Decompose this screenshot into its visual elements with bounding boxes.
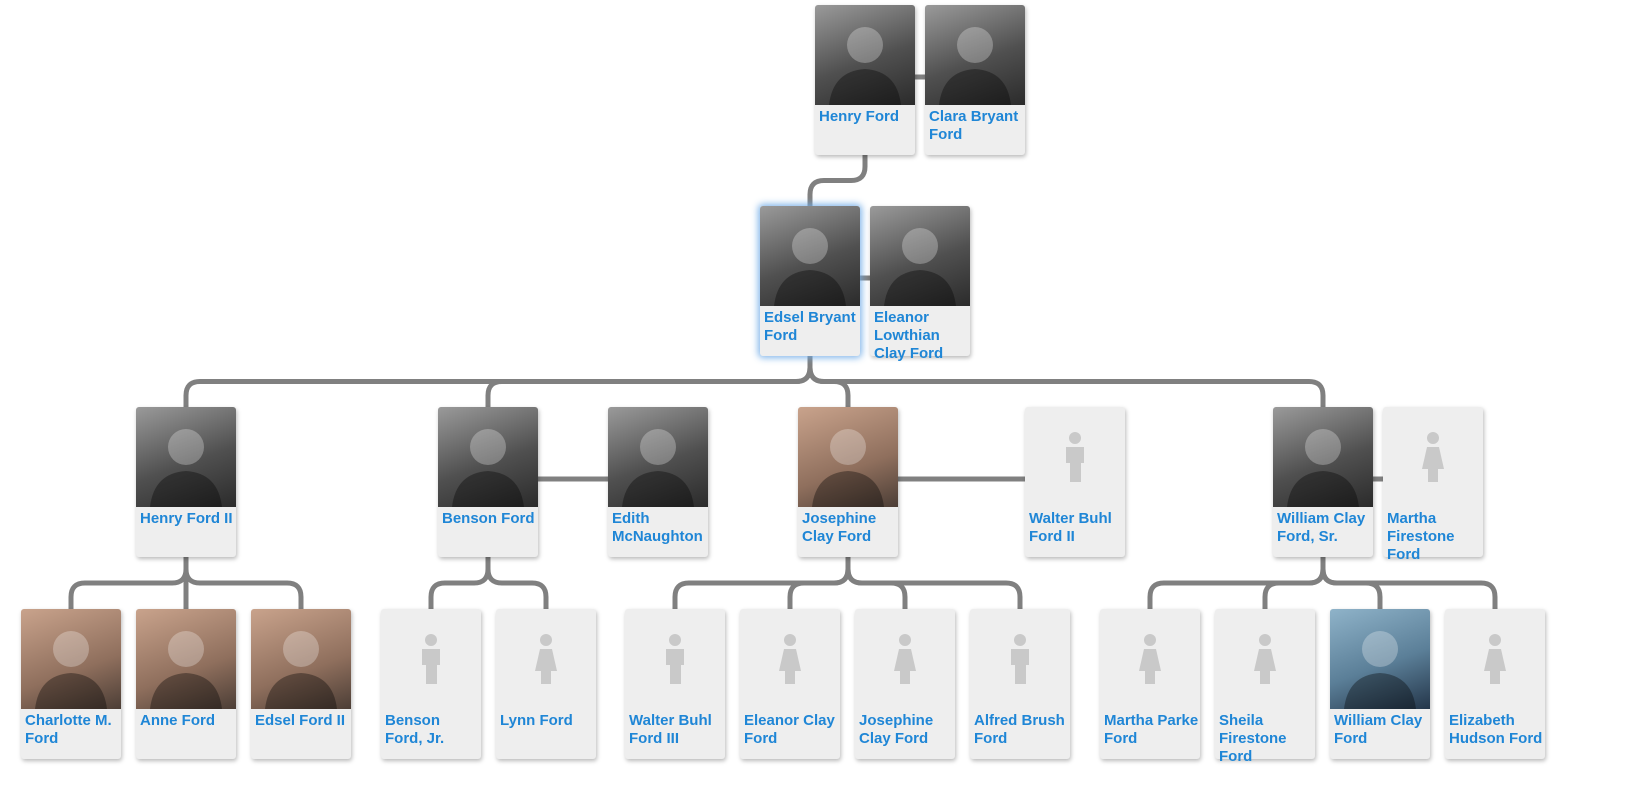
person-card-henry-ford-ii[interactable]: Henry Ford II [136,407,236,557]
person-card-charlotte-m-ford[interactable]: Charlotte M. Ford [21,609,121,759]
person-card-anne-ford[interactable]: Anne Ford [136,609,236,759]
person-card-edsel-bryant-ford[interactable]: Edsel Bryant Ford [760,206,860,356]
parent-child-line [1320,557,1498,609]
person-name: Alfred Brush Ford [974,712,1065,747]
person-name: Josephine Clay Ford [859,712,934,747]
person-name: Eleanor Lowthian Clay Ford [874,309,944,362]
female-placeholder-icon [496,609,596,709]
person-name: William Clay Ford [1334,712,1423,747]
parent-child-line [485,557,549,609]
person-card-sheila-firestone-ford[interactable]: Sheila Firestone Ford [1215,609,1315,765]
person-photo [251,609,351,709]
person-name: Benson Ford, Jr. [385,712,445,747]
person-name: Edith McNaughton [612,510,703,545]
person-photo [815,5,915,105]
person-name: Eleanor Clay Ford [744,712,835,747]
person-photo [1330,609,1430,709]
female-placeholder-icon [740,609,840,709]
parent-child-line [68,557,189,609]
person-name: Walter Buhl Ford III [629,712,712,747]
parent-child-line [428,557,491,609]
person-card-josephine-clay-ford-2[interactable]: Josephine Clay Ford [855,609,955,759]
female-placeholder-icon [1383,407,1483,507]
person-name: Martha Firestone Ford [1387,510,1455,563]
person-name: William Clay Ford, Sr. [1277,510,1366,545]
parent-child-line [1262,557,1326,609]
person-card-henry-ford[interactable]: Henry Ford [815,5,915,155]
person-name: Anne Ford [140,712,215,729]
person-photo [136,407,236,507]
person-card-william-clay-ford-sr[interactable]: William Clay Ford, Sr. [1273,407,1373,557]
person-photo [21,609,121,709]
person-name: Clara Bryant Ford [929,108,1019,143]
person-name: Martha Parke Ford [1104,712,1199,747]
person-card-lynn-ford[interactable]: Lynn Ford [496,609,596,759]
person-name: Charlotte M. Ford [25,712,112,747]
person-card-edsel-ford-ii[interactable]: Edsel Ford II [251,609,351,759]
person-name: Josephine Clay Ford [802,510,877,545]
parent-child-line [183,557,304,609]
person-name: Sheila Firestone Ford [1219,712,1287,765]
person-card-martha-parke-ford[interactable]: Martha Parke Ford [1100,609,1200,759]
parent-child-line [485,356,813,407]
female-placeholder-icon [1100,609,1200,709]
male-placeholder-icon [625,609,725,709]
person-name: Benson Ford [442,510,535,527]
person-name: Henry Ford [819,108,900,125]
person-card-elizabeth-hudson-ford[interactable]: Elizabeth Hudson Ford [1445,609,1545,759]
person-card-eleanor-lowthian-clay-ford[interactable]: Eleanor Lowthian Clay Ford [870,206,970,362]
person-card-eleanor-clay-ford[interactable]: Eleanor Clay Ford [740,609,840,759]
person-card-clara-bryant-ford[interactable]: Clara Bryant Ford [925,5,1025,155]
person-card-alfred-brush-ford[interactable]: Alfred Brush Ford [970,609,1070,759]
person-card-walter-buhl-ford-iii[interactable]: Walter Buhl Ford III [625,609,725,759]
person-photo [438,407,538,507]
person-photo [870,206,970,306]
person-name: Lynn Ford [500,712,573,729]
person-card-edith-mcnaughton[interactable]: Edith McNaughton [608,407,708,557]
person-photo [925,5,1025,105]
person-card-william-clay-ford[interactable]: William Clay Ford [1330,609,1430,759]
male-placeholder-icon [1025,407,1125,507]
male-placeholder-icon [970,609,1070,709]
parent-child-line [787,557,851,609]
person-name: Walter Buhl Ford II [1029,510,1112,545]
person-card-walter-buhl-ford-ii[interactable]: Walter Buhl Ford II [1025,407,1125,557]
person-name: Edsel Ford II [255,712,346,729]
person-photo [760,206,860,306]
person-photo [136,609,236,709]
female-placeholder-icon [855,609,955,709]
person-card-josephine-clay-ford[interactable]: Josephine Clay Ford [798,407,898,557]
parent-child-line [845,557,1023,609]
parent-child-line [807,356,1326,407]
person-card-benson-ford-jr[interactable]: Benson Ford, Jr. [381,609,481,759]
person-name: Edsel Bryant Ford [764,309,856,344]
person-card-benson-ford[interactable]: Benson Ford [438,407,538,557]
person-photo [1273,407,1373,507]
person-name: Elizabeth Hudson Ford [1449,712,1543,747]
person-photo [798,407,898,507]
male-placeholder-icon [381,609,481,709]
female-placeholder-icon [1445,609,1545,709]
female-placeholder-icon [1215,609,1315,709]
person-name: Henry Ford II [140,510,233,527]
person-card-martha-firestone-ford[interactable]: Martha Firestone Ford [1383,407,1483,563]
person-photo [608,407,708,507]
parent-child-line [807,155,868,206]
